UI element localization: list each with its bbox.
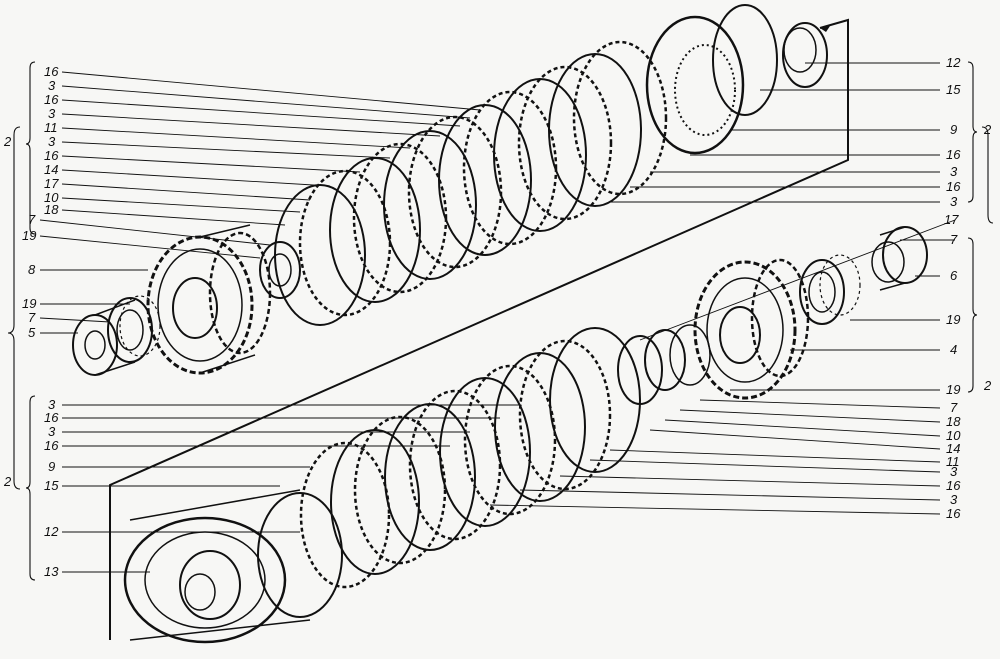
callout-label: 3 [950,464,958,479]
callout-label: 19 [946,312,960,327]
lower-left-labels: 3 16 3 16 9 15 12 13 2 [3,397,59,579]
upper-left-labels: 16 3 16 3 11 3 16 14 17 10 18 7 19 8 19 … [3,64,59,340]
callout-label: 3 [950,164,958,179]
callout-label: 11 [44,120,58,135]
callout-label: 19 [946,382,960,397]
brace-upper-left-inner [25,61,36,235]
upper-clutch-drawing [72,4,828,376]
callout-label: 16 [44,148,59,163]
callout-label: 7 [28,212,36,227]
brace-upper-right [967,61,978,203]
callout-label: 18 [946,414,961,429]
callout-label: 5 [28,325,36,340]
callout-label: 17 [944,212,959,227]
lower-clutch-drawing [123,226,928,644]
callout-label: 4 [950,342,957,357]
callout-label: 16 [44,410,59,425]
lower-hub-parts [617,324,711,405]
callout-label: 3 [48,397,56,412]
callout-label: 7 [950,400,958,415]
snap-ring-12 [782,22,828,88]
callout-label: 11 [946,454,960,469]
lower-right-labels: 17 7 6 19 4 19 7 18 10 14 11 3 16 3 16 2 [944,212,992,521]
clutch-drum-13 [123,489,343,644]
callout-label: 19 [22,228,36,243]
callout-label: 9 [48,459,55,474]
bearing-19 [799,254,861,325]
brace-right-outer [981,126,994,224]
brace-lower-right [967,237,978,393]
brace-lower-left [25,395,36,581]
callout-label: 7 [950,232,958,247]
callout-label: 18 [44,202,59,217]
arrow-icon [820,26,830,32]
upper-disc-stack [274,40,668,326]
callout-label: 10 [946,428,961,443]
callout-label: 15 [44,478,59,493]
callout-label: 10 [44,190,59,205]
group-label: 2 [983,122,992,137]
callout-label: 13 [44,564,59,579]
group-label: 2 [3,474,12,489]
callout-label: 17 [44,176,59,191]
upper-right-labels: 12 15 9 16 3 16 3 2 [946,55,992,209]
braces [7,61,994,581]
callout-label: 6 [950,268,958,283]
callout-label: 3 [950,492,958,507]
callout-label: 3 [48,78,56,93]
shaft-end-6 [871,226,928,291]
callout-label: 19 [22,296,36,311]
callout-label: 3 [48,134,56,149]
gear-8 [146,224,272,375]
assembly-connector-line [109,18,849,640]
upper-piston-9 [645,4,778,155]
callout-label: 16 [946,179,961,194]
callout-label: 16 [44,92,59,107]
callout-label: 3 [48,106,56,121]
callout-label: 12 [946,55,961,70]
callout-label: 12 [44,524,59,539]
brace-upper-left-outer [7,126,21,490]
callout-label: 8 [28,262,36,277]
leader-lines [39,62,956,573]
group-label: 2 [3,134,12,149]
group-label: 2 [983,378,992,393]
callout-label: 14 [44,162,58,177]
callout-label: 14 [946,441,960,456]
callout-label: 3 [950,194,958,209]
callout-label: 16 [946,147,961,162]
callout-label: 15 [946,82,961,97]
callout-label: 7 [28,310,36,325]
lower-disc-stack [299,327,641,589]
callout-label: 16 [44,64,59,79]
callout-label: 9 [950,122,957,137]
callout-label: 3 [48,424,56,439]
gear-4 [693,258,810,400]
callout-label: 16 [946,478,961,493]
callout-label: 16 [44,438,59,453]
callout-label: 16 [946,506,961,521]
